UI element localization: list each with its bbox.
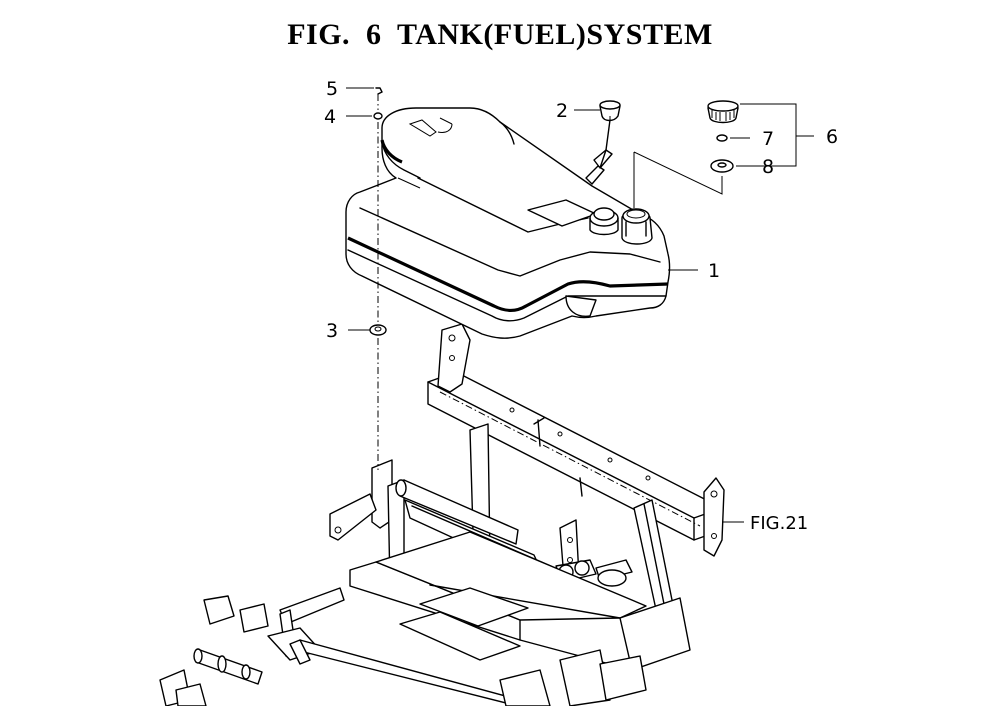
callout-7: 7	[762, 128, 774, 150]
callout-8: 8	[762, 156, 774, 178]
assembly-centerlines	[377, 94, 723, 470]
chassis-frame	[159, 323, 725, 706]
callout-1: 1	[708, 260, 720, 282]
figure-reference: FIG.21	[750, 513, 808, 534]
figure-title: FIG. 6 TANK(FUEL)SYSTEM	[287, 18, 713, 51]
callout-4: 4	[324, 106, 336, 128]
callout-6: 6	[826, 126, 838, 148]
fuel-cap-assembly	[707, 100, 739, 173]
callout-2: 2	[556, 100, 568, 122]
leader-lines	[346, 87, 814, 523]
fuel-tank	[345, 107, 671, 339]
callout-3: 3	[326, 320, 338, 342]
callout-5: 5	[326, 78, 338, 100]
callout-labels: 1 2 3 4 5 6 7 8 FIG.21	[324, 78, 838, 534]
mounting-hardware	[369, 87, 387, 336]
fuel-gauge-sender	[585, 100, 621, 185]
